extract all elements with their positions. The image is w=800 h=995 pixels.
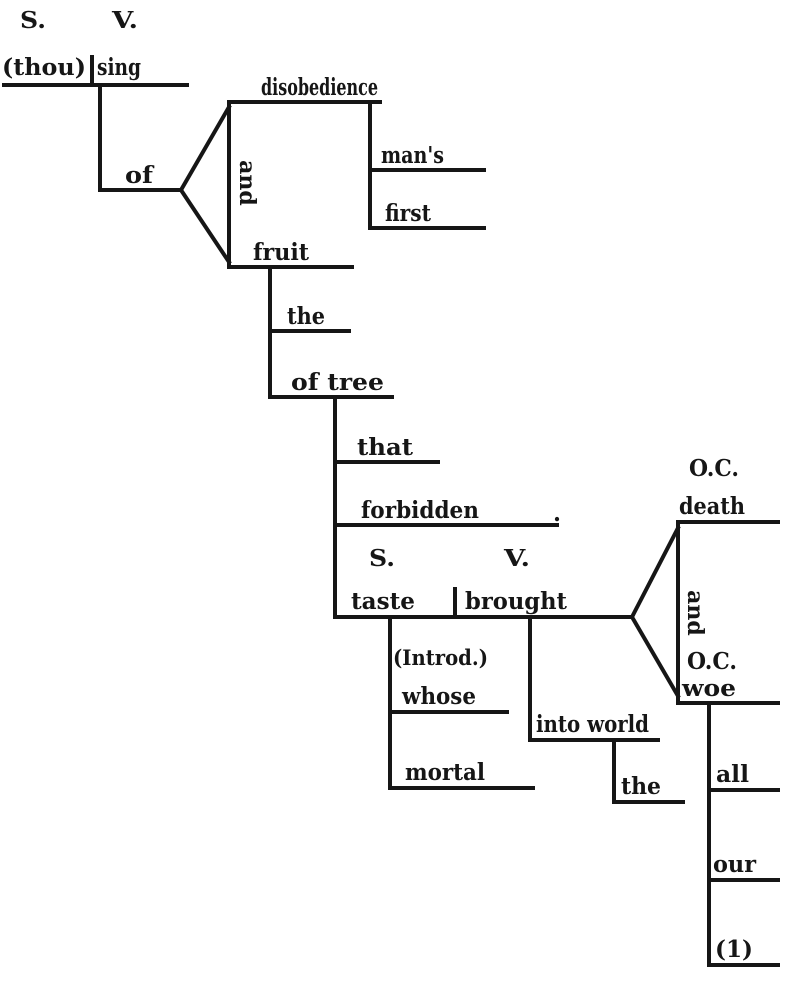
verb-main: sing xyxy=(97,54,141,81)
object-tag-death: O.C. xyxy=(689,455,739,482)
subject-taste: taste xyxy=(351,588,415,615)
modifier-our: our xyxy=(713,851,757,878)
object-death: death xyxy=(679,493,745,520)
object-woe: woe xyxy=(681,675,736,702)
fork-arm-lower-1 xyxy=(178,187,232,265)
object-tag-woe: O.C. xyxy=(687,648,737,675)
modifier-that: that xyxy=(357,434,413,461)
modifier-mortal: mortal xyxy=(405,759,485,786)
fork-arm-lower-2 xyxy=(629,614,681,699)
verb-tag-main: V. xyxy=(111,7,138,34)
fork-arm-upper-2 xyxy=(629,525,681,620)
subject-tag-relative: S. xyxy=(369,545,395,572)
modifier-mans: man's xyxy=(381,142,444,169)
conjunction-and-2: and xyxy=(682,590,708,636)
modifier-the-1: the xyxy=(287,303,325,330)
modifier-of-tree: of tree xyxy=(291,369,384,396)
subject-main: (thou) xyxy=(2,54,86,81)
modifier-forbidden: forbidden xyxy=(361,497,479,524)
subject-tag-main: S. xyxy=(20,7,46,34)
stray-period: . xyxy=(553,500,561,527)
verb-brought: brought xyxy=(465,588,567,615)
preposition-of: of xyxy=(125,162,155,189)
modifier-the-2: the xyxy=(621,773,661,800)
object-fruit: fruit xyxy=(253,239,309,266)
fork-arm-upper-1 xyxy=(178,104,232,193)
phrase-into-world: into world xyxy=(536,711,649,738)
footnote-ref: (1) xyxy=(715,936,753,963)
verb-tag-relative: V. xyxy=(503,545,530,572)
object-disobedience: disobedience xyxy=(261,74,378,101)
introd-tag: (Introd.) xyxy=(393,645,488,670)
modifier-first: first xyxy=(385,200,431,227)
modifier-whose: whose xyxy=(401,683,476,710)
modifier-all: all xyxy=(716,761,749,788)
conjunction-and-1: and xyxy=(234,160,260,206)
diagram-words: S. V. (thou) sing of and disobedience ma… xyxy=(2,7,757,963)
diagram-lines xyxy=(2,55,780,967)
